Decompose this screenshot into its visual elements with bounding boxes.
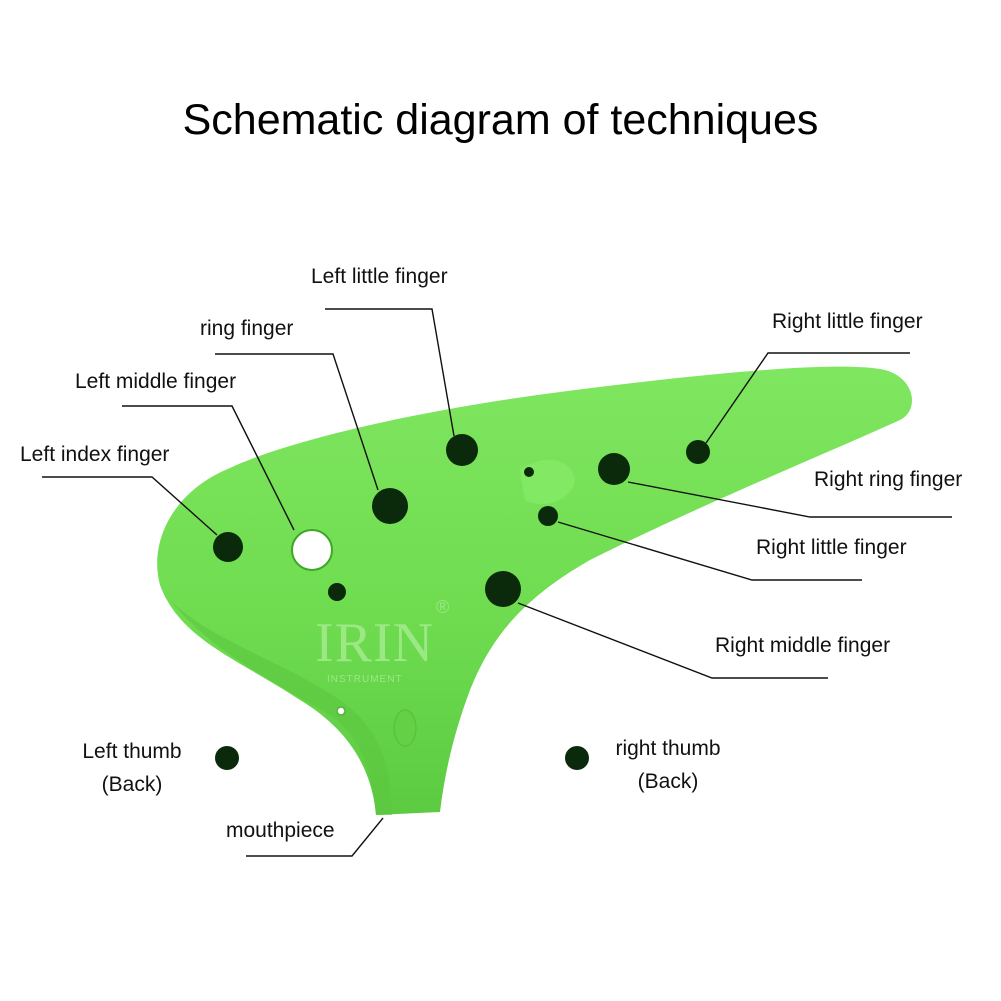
label-right-little-finger-mid: Right little finger <box>756 536 907 559</box>
brand-registered: ® <box>436 597 450 617</box>
hole-tiny <box>524 467 534 477</box>
label-right-thumb-text: right thumb <box>615 737 721 760</box>
hole-right-ring <box>598 453 630 485</box>
label-left-index-finger: Left index finger <box>20 443 170 466</box>
leader-left-index <box>42 476 218 536</box>
leader-right-little-mid <box>557 521 862 581</box>
body-shadow <box>170 600 392 815</box>
leader-right-middle <box>517 602 828 679</box>
label-right-ring-finger: Right ring finger <box>814 468 963 491</box>
leader-right-ring <box>627 481 952 518</box>
brand-logo: IRIN <box>315 612 435 674</box>
left-thumb-hole <box>215 746 239 770</box>
leader-left-middle <box>122 405 295 531</box>
hole-right-little-mid <box>538 506 558 526</box>
label-mouthpiece: mouthpiece <box>226 819 335 842</box>
label-right-thumb-note: (Back) <box>637 769 699 793</box>
ocarina-body <box>157 366 913 815</box>
page-title: Schematic diagram of techniques <box>182 96 819 144</box>
mouthpiece-recess <box>393 709 417 747</box>
label-left-little-finger: Left little finger <box>311 265 448 288</box>
label-left-thumb-text: Left thumb <box>82 740 182 763</box>
label-right-thumb: right thumb (Back) <box>606 733 730 798</box>
label-ring-finger: ring finger <box>200 317 294 340</box>
brand-sub: INSTRUMENT <box>327 674 403 685</box>
hole-ring <box>372 488 408 524</box>
label-right-little-finger-top: Right little finger <box>772 310 923 333</box>
windway-hole <box>336 706 346 716</box>
label-left-thumb: Left thumb (Back) <box>72 736 192 801</box>
leader-left-little <box>325 308 455 437</box>
hole-left-little <box>446 434 478 466</box>
leader-ring <box>215 353 379 491</box>
hole-right-middle <box>485 571 521 607</box>
voicing-hole <box>291 529 333 571</box>
hole-left-middle-small <box>328 583 346 601</box>
leader-right-little-top <box>705 352 910 444</box>
label-right-middle-finger: Right middle finger <box>715 634 891 657</box>
label-left-middle-finger: Left middle finger <box>75 370 237 393</box>
hole-left-index <box>213 532 243 562</box>
leader-mouthpiece <box>246 817 384 857</box>
hole-right-little-top <box>686 440 710 464</box>
leader-lines <box>42 308 952 857</box>
label-left-thumb-note: (Back) <box>101 772 163 796</box>
right-thumb-hole <box>565 746 589 770</box>
